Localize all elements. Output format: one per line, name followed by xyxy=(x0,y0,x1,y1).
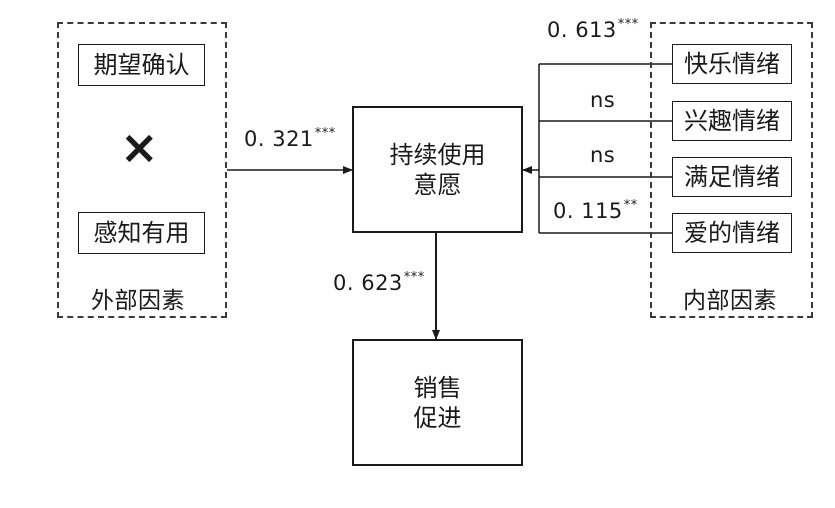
continuance-intention-box: 持续使用 意愿 xyxy=(352,106,523,233)
continuance-intention-line2: 意愿 xyxy=(413,170,462,199)
coef-satisfaction: ns xyxy=(590,143,615,167)
internal-item-interest: 兴趣情绪 xyxy=(672,101,792,141)
multiply-operator: × xyxy=(120,120,160,174)
coef-happy-sig: *** xyxy=(617,17,639,32)
external-factors-label: 外部因素 xyxy=(91,288,185,314)
coef-intention-to-sales: 0. 623*** xyxy=(333,270,425,295)
coef-love-sig: ** xyxy=(623,198,638,213)
coef-love: 0. 115** xyxy=(553,198,638,223)
expectation-confirmation-box: 期望确认 xyxy=(78,44,205,86)
coef-sales-value: 0. 623 xyxy=(333,271,403,295)
coef-external-value: 0. 321 xyxy=(244,127,314,151)
continuance-intention-line1: 持续使用 xyxy=(389,140,486,169)
coef-interest: ns xyxy=(590,88,615,112)
internal-item-love: 爱的情绪 xyxy=(672,213,792,253)
coef-satisfaction-value: ns xyxy=(590,143,616,167)
internal-factors-label: 内部因素 xyxy=(683,288,777,314)
sales-promotion-box: 销售 促进 xyxy=(352,339,523,466)
sales-promotion-line2: 促进 xyxy=(413,403,462,432)
perceived-usefulness-box: 感知有用 xyxy=(78,212,205,254)
internal-item-happy: 快乐情绪 xyxy=(672,44,792,84)
expectation-confirmation-label: 期望确认 xyxy=(93,51,190,79)
coef-interest-value: ns xyxy=(590,88,616,112)
internal-item-love-label: 爱的情绪 xyxy=(684,219,780,247)
external-factors-group xyxy=(57,22,227,318)
coef-love-value: 0. 115 xyxy=(553,199,623,223)
internal-item-interest-label: 兴趣情绪 xyxy=(684,107,780,135)
sales-promotion-line1: 销售 xyxy=(413,373,462,402)
coef-external-to-intention: 0. 321*** xyxy=(244,126,336,151)
perceived-usefulness-label: 感知有用 xyxy=(93,219,190,247)
internal-item-satisfaction: 满足情绪 xyxy=(672,157,792,197)
internal-factors-group xyxy=(650,22,813,318)
coef-sales-sig: *** xyxy=(403,270,425,285)
coef-external-sig: *** xyxy=(314,126,336,141)
coef-happy-value: 0. 613 xyxy=(547,18,617,42)
internal-item-satisfaction-label: 满足情绪 xyxy=(684,163,780,191)
internal-item-happy-label: 快乐情绪 xyxy=(684,50,780,78)
coef-happy: 0. 613*** xyxy=(547,17,639,42)
